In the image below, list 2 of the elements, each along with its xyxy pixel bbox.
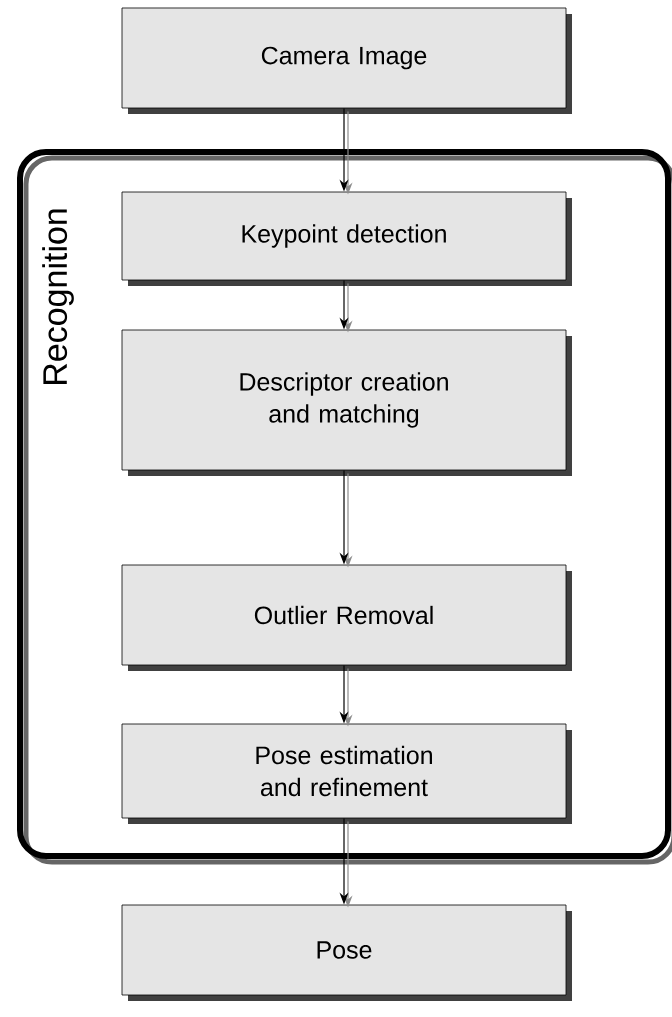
process-box: Camera Image [121, 7, 572, 114]
process-box: Pose [121, 904, 572, 1001]
